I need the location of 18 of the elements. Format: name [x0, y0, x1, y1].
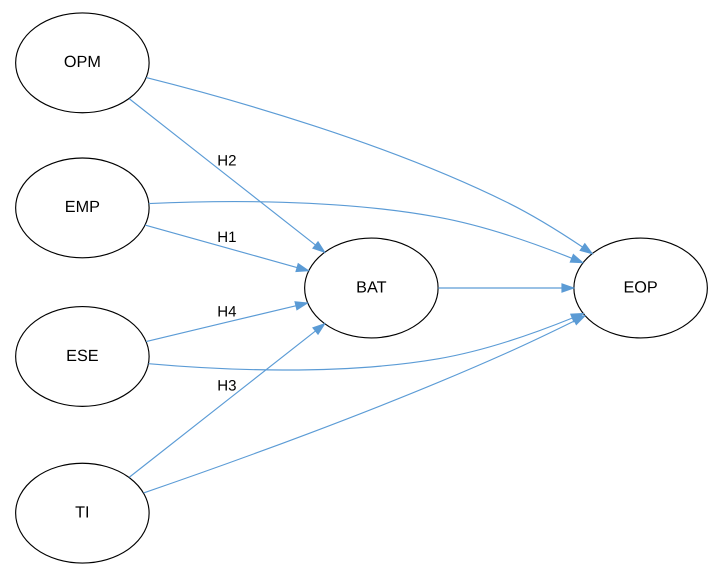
edge-label: H1	[216, 229, 236, 246]
arrow	[148, 312, 584, 371]
node-ellipse: ESE	[14, 306, 150, 407]
node-ellipse: BAT	[304, 238, 438, 338]
arrow	[144, 224, 310, 272]
arrow	[148, 201, 584, 264]
arrow	[146, 77, 594, 255]
arrow	[128, 322, 326, 478]
arrow	[145, 301, 308, 342]
node-ellipse: TI	[14, 462, 150, 564]
node-ellipse: EOP	[572, 238, 708, 338]
node-ellipse: OPM	[14, 12, 150, 114]
edge-label: H3	[216, 378, 236, 395]
arrow	[128, 98, 326, 254]
arrow	[438, 283, 575, 293]
edge-label: H4	[216, 303, 236, 320]
node-ellipse: EMP	[14, 157, 150, 258]
edge-label: H2	[216, 152, 236, 170]
